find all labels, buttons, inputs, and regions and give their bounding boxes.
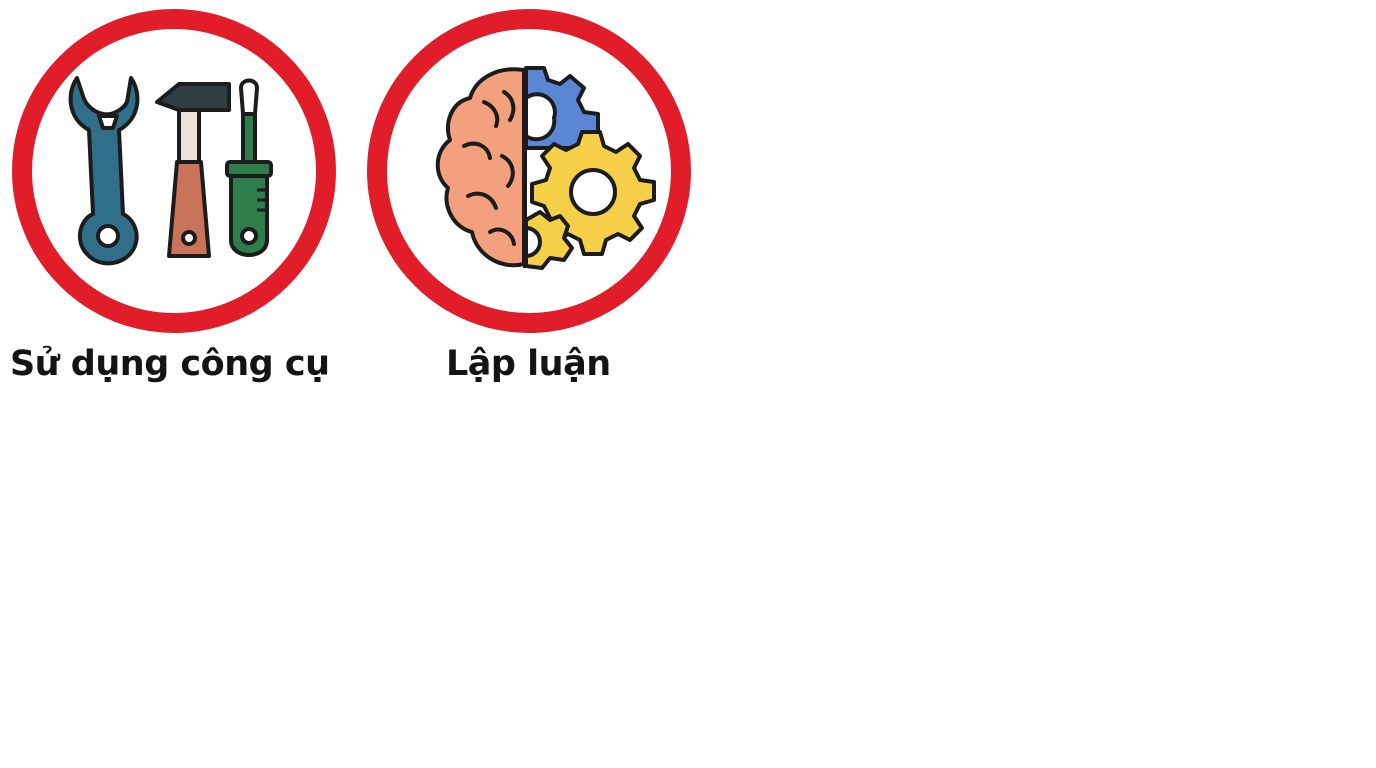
screwdriver-icon xyxy=(225,78,273,257)
gear-icon xyxy=(524,66,600,150)
reasoning-graphic xyxy=(367,9,691,333)
reasoning-label: Lập luận xyxy=(446,344,611,384)
tools-icon xyxy=(12,9,336,333)
hammer-icon xyxy=(155,82,231,258)
wrench-icon xyxy=(68,76,140,266)
reasoning-tile: Lập luận xyxy=(350,0,710,400)
gear-icon xyxy=(524,210,574,270)
reasoning-badge xyxy=(364,6,694,336)
tool-use-tile: Sử dụng công cụ xyxy=(0,0,360,400)
tool-use-label: Sử dụng công cụ xyxy=(10,344,330,384)
brain-icon xyxy=(435,67,526,268)
tool-use-badge xyxy=(9,6,339,336)
